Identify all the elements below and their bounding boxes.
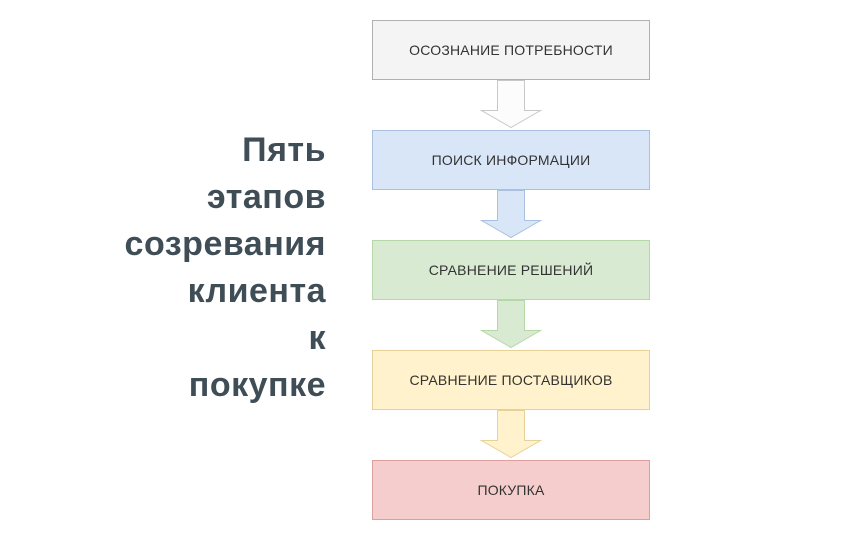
stage-label: СРАВНЕНИЕ ПОСТАВЩИКОВ [409,372,613,388]
diagram-title-line: к [308,319,326,357]
stage-need-recognition: ОСОЗНАНИЕ ПОТРЕБНОСТИ [372,20,650,130]
stage-label: СРАВНЕНИЕ РЕШЕНИЙ [428,262,594,278]
down-arrow-icon [372,190,650,240]
stage-solution-comparison: СРАВНЕНИЕ РЕШЕНИЙ [372,240,650,350]
down-arrow-icon [372,300,650,350]
stage-box: ПОКУПКА [372,460,650,520]
funnel-flowchart: ОСОЗНАНИЕ ПОТРЕБНОСТИ ПОИСК ИНФОРМАЦИИ С… [372,20,650,520]
diagram-title-line: Пять [242,131,326,169]
stage-box: ОСОЗНАНИЕ ПОТРЕБНОСТИ [372,20,650,80]
diagram-title-line: клиента [187,272,326,310]
stage-label: ОСОЗНАНИЕ ПОТРЕБНОСТИ [409,42,613,58]
stage-label: ПОКУПКА [477,482,545,498]
stage-label: ПОИСК ИНФОРМАЦИИ [431,152,591,168]
stage-information-search: ПОИСК ИНФОРМАЦИИ [372,130,650,240]
diagram-title-line: покупке [188,366,326,404]
stage-box: СРАВНЕНИЕ ПОСТАВЩИКОВ [372,350,650,410]
stage-box: ПОИСК ИНФОРМАЦИИ [372,130,650,190]
down-arrow-icon [372,80,650,130]
stage-purchase: ПОКУПКА [372,460,650,520]
down-arrow-icon [372,410,650,460]
diagram-title-line: созревания [124,225,326,263]
stage-box: СРАВНЕНИЕ РЕШЕНИЙ [372,240,650,300]
diagram-title-line: этапов [206,178,326,216]
diagram-title: Пять этапов созревания клиента к покупке [0,127,326,409]
stage-vendor-comparison: СРАВНЕНИЕ ПОСТАВЩИКОВ [372,350,650,460]
